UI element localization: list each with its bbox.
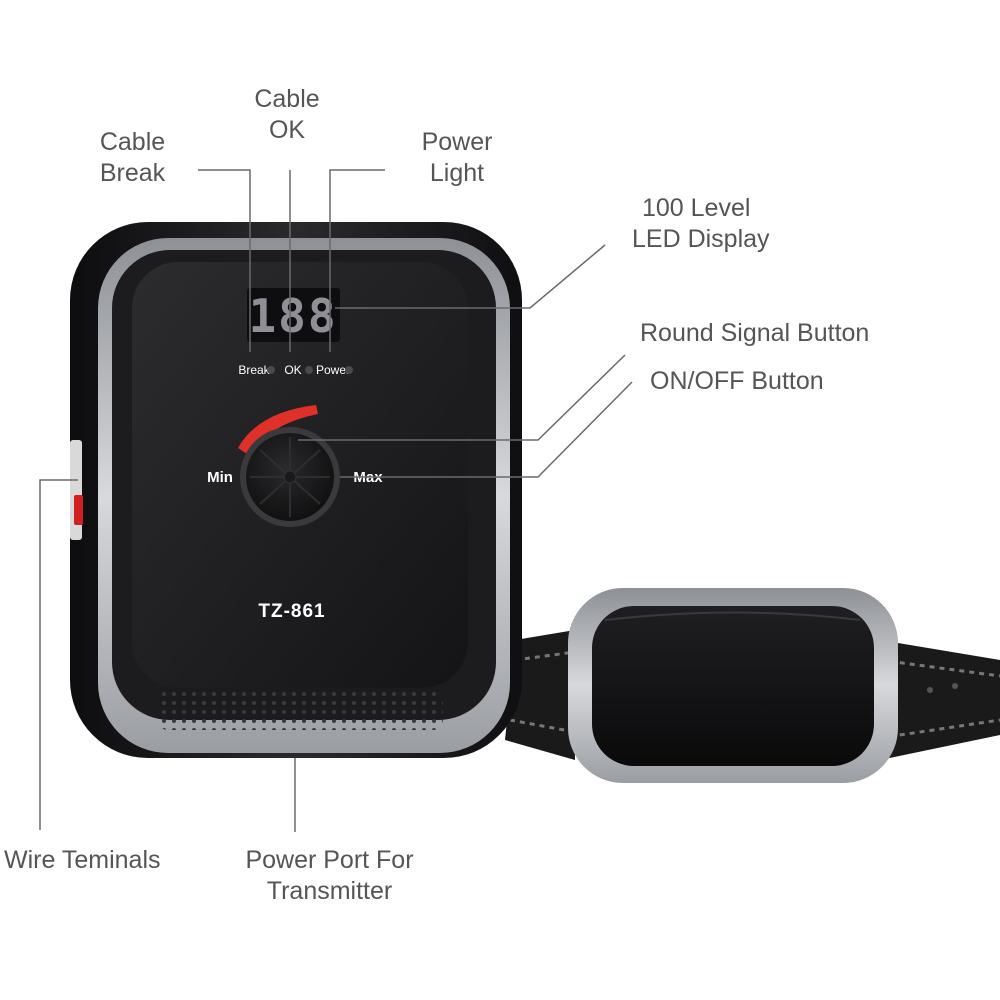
callout-led-display-line1: 100 Level (642, 194, 751, 222)
callout-on-off-button: ON/OFF Button (650, 366, 880, 397)
callout-power-port-line2: Transmitter (266, 877, 393, 905)
callout-cable-ok-line2: OK (268, 116, 306, 144)
callout-cable-break-line2: Break (99, 159, 166, 187)
collar-strap (505, 630, 1000, 760)
callout-round-signal-button-text: Round Signal Button (640, 319, 870, 347)
callout-cable-break: Cable Break (90, 127, 175, 189)
signal-dial: Min Max (207, 405, 383, 527)
callout-power-light-line1: Power (421, 128, 493, 156)
callout-cable-ok: Cable OK (247, 84, 327, 146)
callout-cable-break-line1: Cable (99, 128, 166, 156)
callout-power-port-line1: Power Port For (245, 846, 414, 874)
indicator-break-label: Break (238, 363, 270, 377)
callout-led-display-line2: LED Display (632, 225, 770, 253)
led-display-digits: 188 (248, 289, 337, 343)
callout-led-display: 100 Level LED Display (632, 193, 822, 255)
led-display: 188 (247, 288, 340, 343)
indicator-power-label: Power (316, 363, 350, 377)
indicator-ok-label: OK (284, 363, 301, 377)
callout-power-port: Power Port For Transmitter (222, 845, 437, 907)
callout-power-light-line2: Light (429, 159, 485, 187)
collar-receiver (568, 588, 898, 783)
indicator-leds: Break OK Power (238, 363, 353, 377)
callout-round-signal-button: Round Signal Button (640, 318, 930, 349)
callout-on-off-button-text: ON/OFF Button (650, 367, 824, 395)
callout-wire-terminals-text: Wire Teminals (4, 846, 161, 874)
speaker-grill (158, 690, 443, 730)
leader-lines (39, 169, 633, 832)
callout-wire-terminals: Wire Teminals (4, 845, 204, 876)
dial-min-label: Min (207, 469, 233, 486)
callout-cable-ok-line1: Cable (254, 85, 320, 113)
callout-power-light: Power Light (412, 127, 502, 189)
model-label: TZ-861 (258, 601, 325, 622)
